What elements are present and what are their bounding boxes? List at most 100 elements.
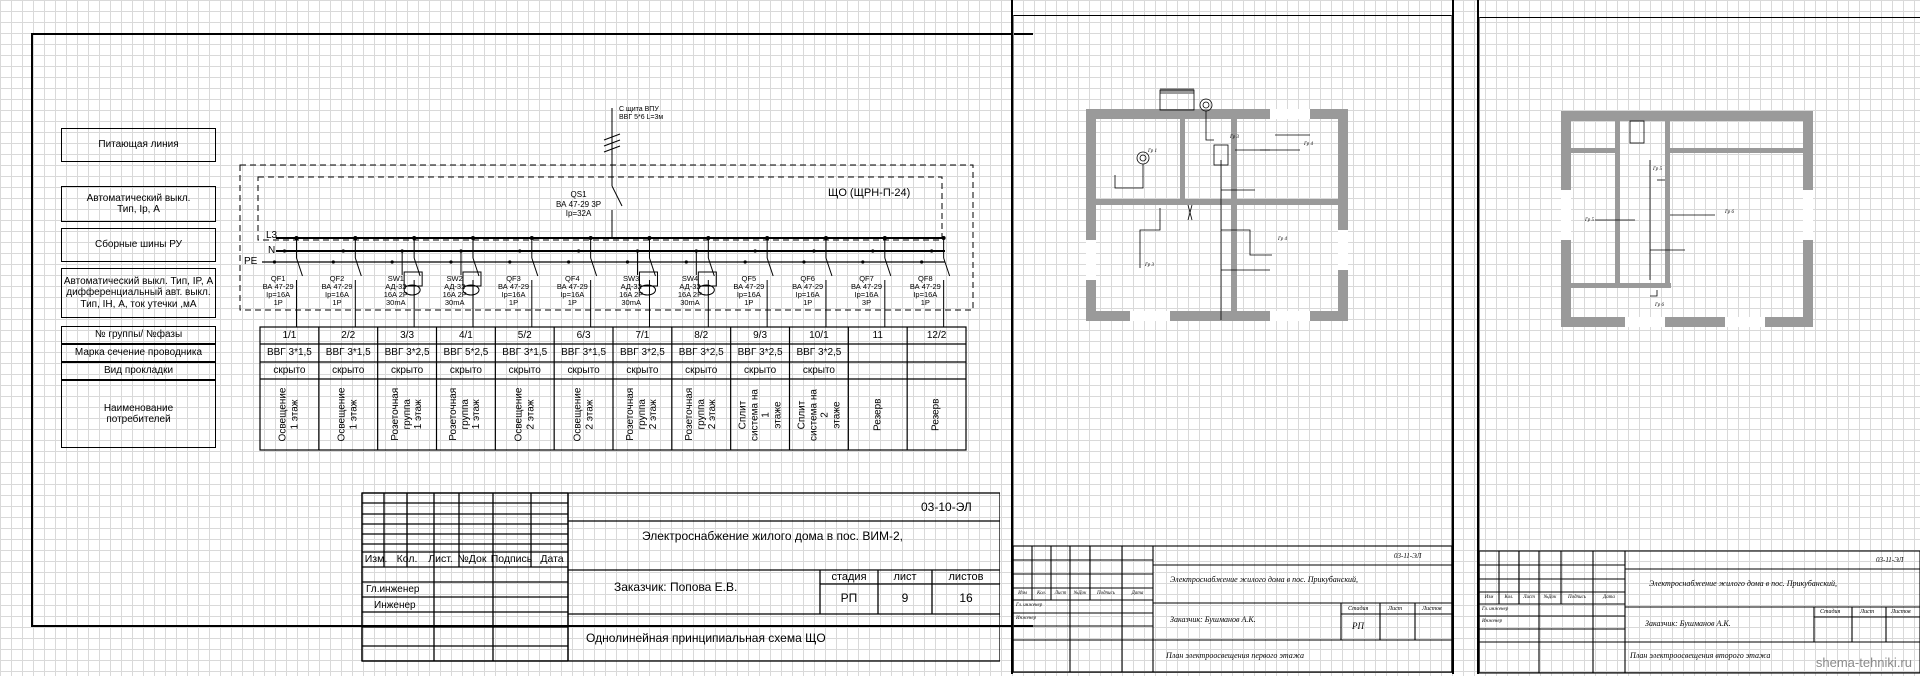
row-label-install-text: Вид прокладки xyxy=(103,365,174,377)
tb1-sheet-label: лист xyxy=(893,570,917,583)
tb1-sheet: 9 xyxy=(901,591,909,606)
sheet3-frame xyxy=(1477,0,1920,674)
tb1-stage-label: стадия xyxy=(831,570,867,583)
group-cell: 9/3 xyxy=(753,329,768,341)
sheet-single-line-diagram: Питающая линия Автоматический выкл. Тип,… xyxy=(31,33,1033,662)
tb3-project: Электроснабжение жилого дома в пос. Прик… xyxy=(1649,579,1838,588)
tb2-column-head: Лист xyxy=(1054,591,1067,597)
tb2-stage-label: Стадия xyxy=(1348,606,1369,612)
tb3-sheets-label: Листов xyxy=(1891,609,1911,615)
device-label: SW1 АД-32 16A 2P 30mA xyxy=(383,274,408,307)
tb1-stage: РП xyxy=(840,591,858,606)
bus-label-n: N xyxy=(268,245,276,256)
group-cell: 3/3 xyxy=(400,329,415,341)
svg-text:Гр 6: Гр 6 xyxy=(1724,210,1734,215)
tb2-role-engineer: Инженер xyxy=(1016,616,1037,621)
legend-busbars: Сборные шины РУ xyxy=(61,228,216,262)
device-label: SW3 АД-32 16A 2P 30mA xyxy=(619,274,644,307)
group-cell: 10/1 xyxy=(809,329,829,341)
device-label: QF1 ВА 47-29 Ip=16A 1P xyxy=(262,274,294,307)
install-cell: скрыто xyxy=(449,364,482,376)
first-floor-plan-drawing: Гр 1Гр 3 Гр 4Гр 4 Гр 3 xyxy=(1086,88,1348,321)
sheet2-frame xyxy=(1011,0,1454,674)
legend-supply-line: Питающая линия xyxy=(61,128,216,162)
tb3-column-head: Кол. xyxy=(1504,595,1514,601)
cable-cell: ВВГ 3*1,5 xyxy=(502,347,548,359)
install-cell: скрыто xyxy=(390,364,424,376)
tb1-column-head: Изм. xyxy=(364,553,388,566)
drawing-frame xyxy=(31,33,1033,627)
svg-text:Гр 4: Гр 4 xyxy=(1277,237,1287,242)
group-cell: 12/2 xyxy=(926,329,947,341)
bus-label-pe: PE xyxy=(244,256,258,267)
tb2-column-head: Дата xyxy=(1131,591,1144,597)
legend-breaker-text: Автоматический выкл. Тип, Ip, А xyxy=(86,192,191,216)
tb2-stage: РП xyxy=(1352,621,1364,631)
watermark: shema-tehniki.ru xyxy=(1815,655,1912,670)
group-cell: 11 xyxy=(872,329,883,341)
row-label-cable-text: Марка сечение проводника xyxy=(74,347,203,359)
tb1-role-engineer: Инженер xyxy=(374,600,416,611)
legend-rcd: Автоматический выкл. Тип, IP, А дифферен… xyxy=(61,268,216,318)
group-cell: 8/2 xyxy=(694,329,709,341)
legend-breaker: Автоматический выкл. Тип, Ip, А xyxy=(61,186,216,222)
device-label: QF4 ВА 47-29 Ip=16A 1P xyxy=(556,274,588,307)
device-label: QF8 ВА 47-29 Ip=16A 1P xyxy=(909,274,941,307)
tb2-sheet-label: Лист xyxy=(1388,606,1403,612)
panel-name: ЩО (ЩРН-П-24) xyxy=(828,187,911,199)
install-cell: скрыто xyxy=(332,364,365,376)
device-label: QF5 ВА 47-29 Ip=16A 1P xyxy=(733,274,765,307)
tb2-column-head: Подпись xyxy=(1096,591,1116,597)
tb2-column-head: №Док xyxy=(1073,591,1087,597)
device-label: SW2 АД-32 16A 2P 30mA xyxy=(442,274,467,307)
row-label-group: № группы/ №фазы xyxy=(61,326,216,344)
schematic-lines xyxy=(239,108,974,451)
device-label: QF2 ВА 47-29 Ip=16A 1P xyxy=(321,274,353,307)
tb1-doc-code: 03-10-ЭЛ xyxy=(921,500,972,514)
svg-text:Гр 5: Гр 5 xyxy=(1584,218,1594,223)
tb3-role-chief: Гл. инженер xyxy=(1482,607,1509,612)
tb1-sheets: 16 xyxy=(959,591,973,606)
tb1-column-head: Дата xyxy=(540,553,564,566)
cable-cell: ВВГ 3*2,5 xyxy=(678,347,724,359)
install-cell: скрыто xyxy=(802,364,835,376)
tb1-drawing-name: Однолинейная принципиальная схема ЩО xyxy=(586,631,826,645)
device-label: QF6 ВА 47-29 Ip=16A 1P xyxy=(792,274,824,307)
tb1-customer: Заказчик: Попова Е.В. xyxy=(614,580,738,594)
tb3-role-engineer: Инженер xyxy=(1482,619,1503,624)
group-cell: 5/2 xyxy=(517,329,532,341)
group-cell: 7/1 xyxy=(635,329,650,341)
tb2-column-head: Кол. xyxy=(1037,591,1046,597)
tb2-project: Электроснабжение жилого дома в пос. Прик… xyxy=(1170,575,1359,584)
tb1-sheets-label: листов xyxy=(948,570,984,583)
cable-cell: ВВГ 3*2,5 xyxy=(384,347,430,359)
install-cell: скрыто xyxy=(626,364,659,376)
cable-cell: ВВГ 3*1,5 xyxy=(266,347,312,359)
second-floor-plan-drawing: Гр 5Гр 5 Гр 6Гр 6 xyxy=(1561,111,1813,327)
row-label-consumer: Наименование потребителей xyxy=(61,380,216,448)
cable-cell: ВВГ 3*2,5 xyxy=(796,347,842,359)
cable-cell: ВВГ 3*2,5 xyxy=(619,347,665,359)
svg-text:Гр 5: Гр 5 xyxy=(1652,167,1662,172)
install-cell: скрыто xyxy=(685,364,718,376)
tb1-column-head: Подпись xyxy=(490,553,533,566)
row-label-group-text: № группы/ №фазы xyxy=(94,329,183,341)
tb1-role-chief: Гл.инженер xyxy=(366,584,420,595)
cable-cell: ВВГ 3*1,5 xyxy=(561,347,607,359)
title-block-lines xyxy=(361,492,1000,662)
breaker-symbols xyxy=(272,236,951,327)
tb1-column-head: Кол. xyxy=(396,553,418,566)
row-label-cable: Марка сечение проводника xyxy=(61,344,216,362)
install-cell: скрыто xyxy=(273,364,306,376)
tb2-role-chief: Гл. инженер xyxy=(1016,603,1043,608)
tb3-column-head: Изм xyxy=(1484,595,1494,601)
cable-cell: ВВГ 3*2,5 xyxy=(737,347,783,359)
tb3-column-head: Подпись xyxy=(1567,595,1587,601)
tb2-column-head: Изм xyxy=(1018,591,1027,597)
device-label: SW4 АД-32 16A 2P 30mA xyxy=(677,274,703,307)
tb1-column-head: Лист. xyxy=(428,553,453,566)
incoming-source-label: С щита ВПУ ВВГ 5*6 L=3м xyxy=(619,106,664,122)
device-label: QF3 ВА 47-29 Ip=16A 1P xyxy=(497,274,530,307)
